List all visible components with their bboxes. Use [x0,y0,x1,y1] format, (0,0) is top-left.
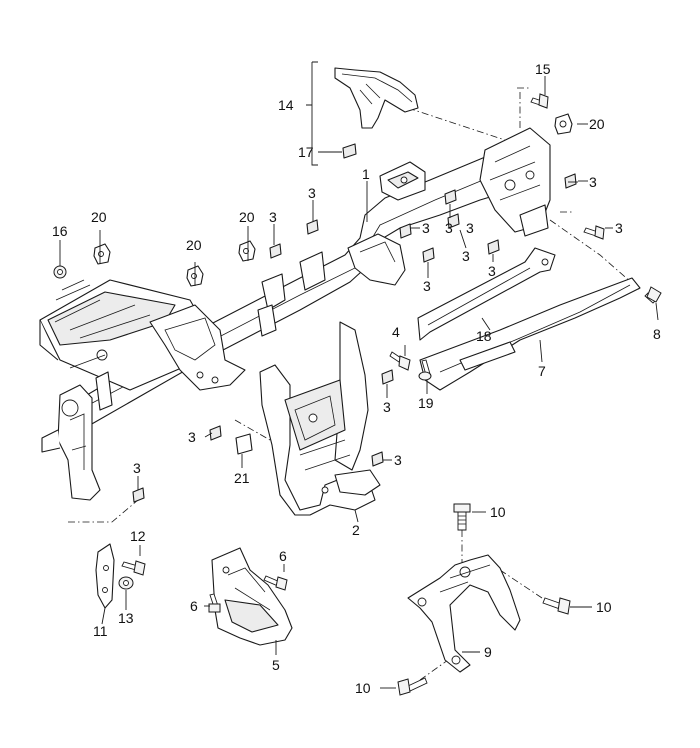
callout-11: 11 [93,623,108,639]
callout-12: 12 [130,528,146,544]
callout-7: 7 [538,363,546,379]
bracket-9 [407,554,521,673]
callout-3: 3 [269,209,277,225]
callout-16: 16 [52,223,68,239]
callout-3: 3 [422,220,430,236]
callout-10: 10 [596,599,612,615]
callout-10: 10 [355,680,371,696]
clip-nuts [132,143,577,503]
assembly-lines [68,87,641,681]
nuts [53,113,573,287]
brace-18 [417,247,556,341]
callout-2: 2 [352,522,360,538]
callout-18: 18 [476,328,492,344]
callout-3: 3 [466,220,474,236]
bracket-5 [211,547,293,646]
callout-labels: 1 2 3 3 3 3 3 3 3 3 3 3 3 3 3 3 4 5 6 6 … [52,61,661,696]
callout-3: 3 [423,278,431,294]
callout-5: 5 [272,657,280,673]
callout-17: 17 [298,144,314,160]
cross-member-assembly [39,127,551,501]
callout-1: 1 [362,166,370,182]
callout-6: 6 [279,548,287,564]
callout-3: 3 [383,399,391,415]
callout-3: 3 [308,185,316,201]
callout-20: 20 [589,116,605,132]
callout-6: 6 [190,598,198,614]
vertical-support-bracket [259,321,381,516]
leader-lines [59,61,659,689]
callout-3: 3 [488,263,496,279]
callout-20: 20 [186,237,202,253]
callout-19: 19 [418,395,434,411]
brace-7 [419,277,641,391]
callout-3: 3 [462,248,470,264]
handle-14 [334,67,419,129]
callout-20: 20 [91,209,107,225]
callout-3: 3 [615,220,623,236]
bracket-11 [95,543,115,609]
callout-13: 13 [118,610,134,626]
callout-3: 3 [394,452,402,468]
callout-21: 21 [234,470,250,486]
callout-9: 9 [484,644,492,660]
callout-3: 3 [445,220,453,236]
callout-10: 10 [490,504,506,520]
callout-3: 3 [133,460,141,476]
bolts [118,93,662,696]
callout-20: 20 [239,209,255,225]
callout-8: 8 [653,326,661,342]
callout-3: 3 [188,429,196,445]
callout-14: 14 [278,97,294,113]
callout-4: 4 [392,324,400,340]
callout-3: 3 [589,174,597,190]
callout-15: 15 [535,61,551,77]
